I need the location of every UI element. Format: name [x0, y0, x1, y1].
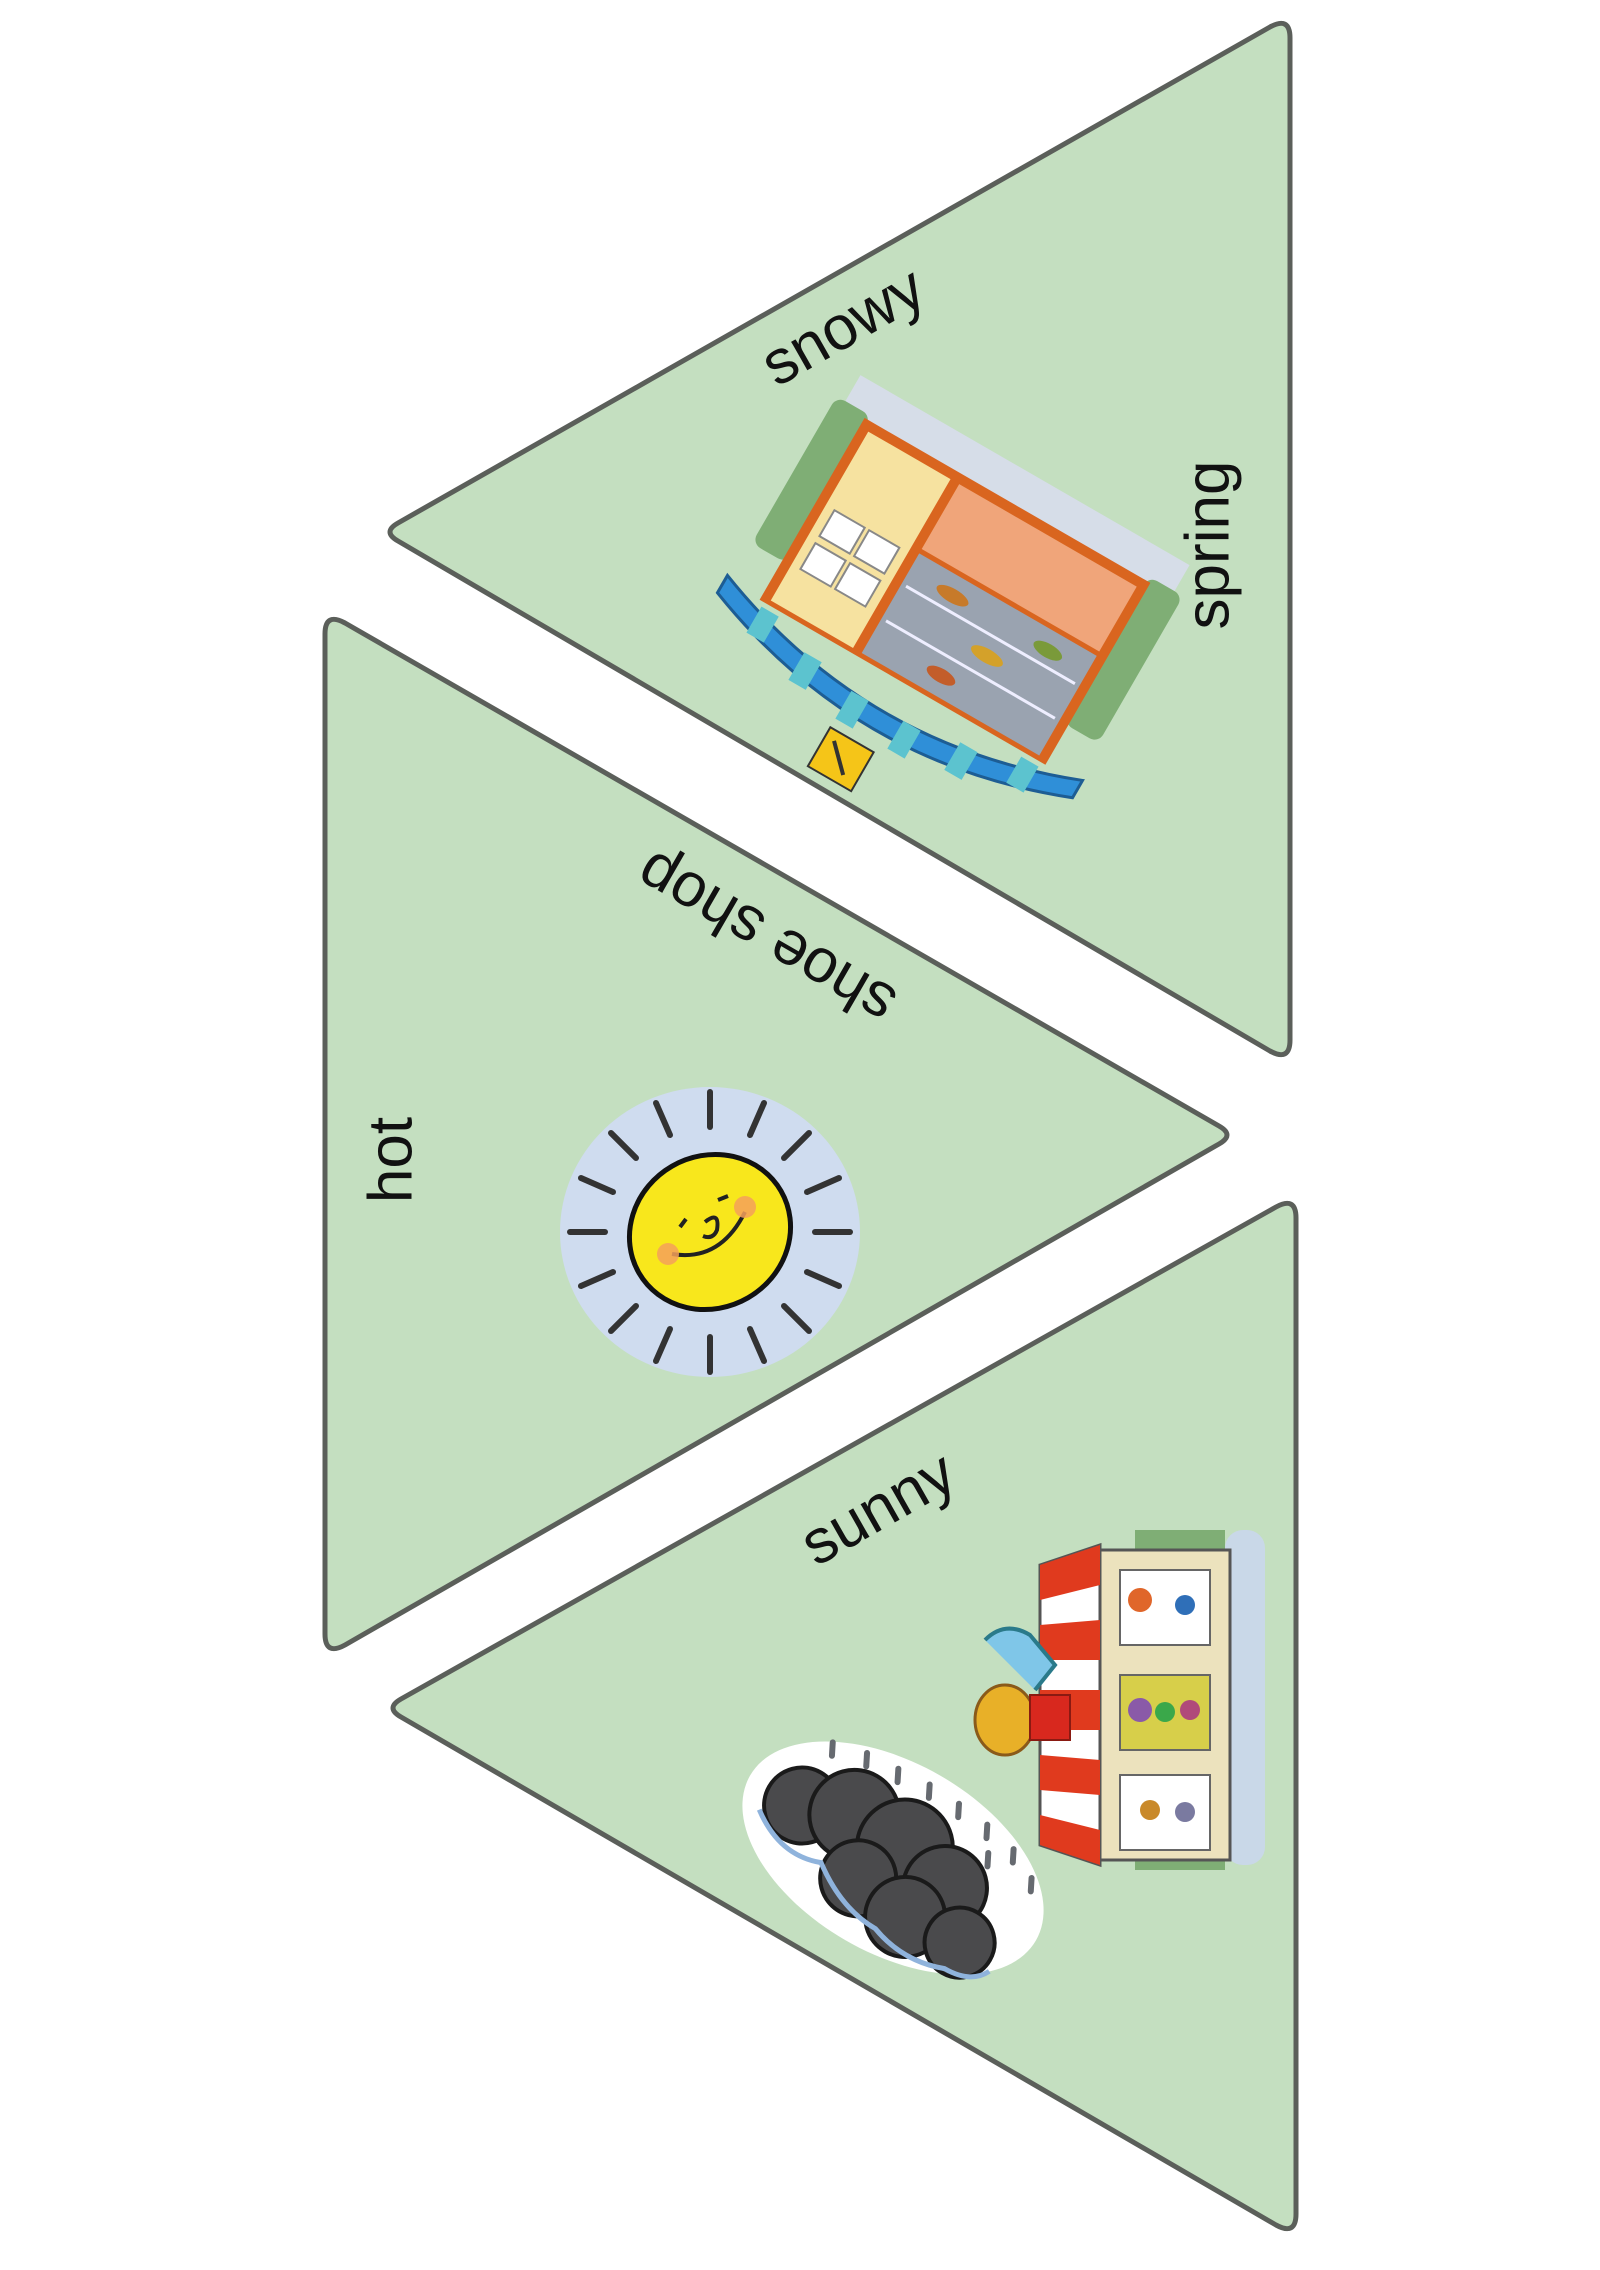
shop-sky	[1225, 1530, 1265, 1865]
card-label-spring: spring	[1173, 461, 1242, 630]
snow-strip	[840, 375, 1190, 600]
sun-rays	[567, 1089, 853, 1375]
shoe-shop-illustration	[715, 375, 1190, 800]
rain-cloud-illustration	[742, 1739, 1044, 1980]
shop-window-bottom	[1119, 1774, 1211, 1851]
triangle-card-snowy-spring[interactable]: snowy spring	[387, 20, 1293, 1058]
sun-face	[626, 1151, 794, 1313]
triangle-card-shoe-shop-hot[interactable]: shoe shop hot	[322, 616, 1230, 1652]
bush-left	[755, 399, 868, 560]
card-shape	[390, 1200, 1299, 2232]
triangle-card-sunny[interactable]: sunny	[390, 1200, 1299, 2232]
sun-illustration	[560, 1087, 860, 1377]
clothes-shop-illustration	[973, 1530, 1265, 1870]
shopper-figure	[973, 1683, 1037, 1757]
shop-sign	[921, 484, 1137, 652]
sun-nose	[702, 1215, 720, 1240]
sun-smile	[671, 1211, 747, 1258]
bush-right	[1067, 579, 1180, 740]
card-label-hot: hot	[356, 1117, 425, 1203]
shop-door	[770, 431, 951, 648]
dark-cloud	[762, 1765, 997, 1980]
